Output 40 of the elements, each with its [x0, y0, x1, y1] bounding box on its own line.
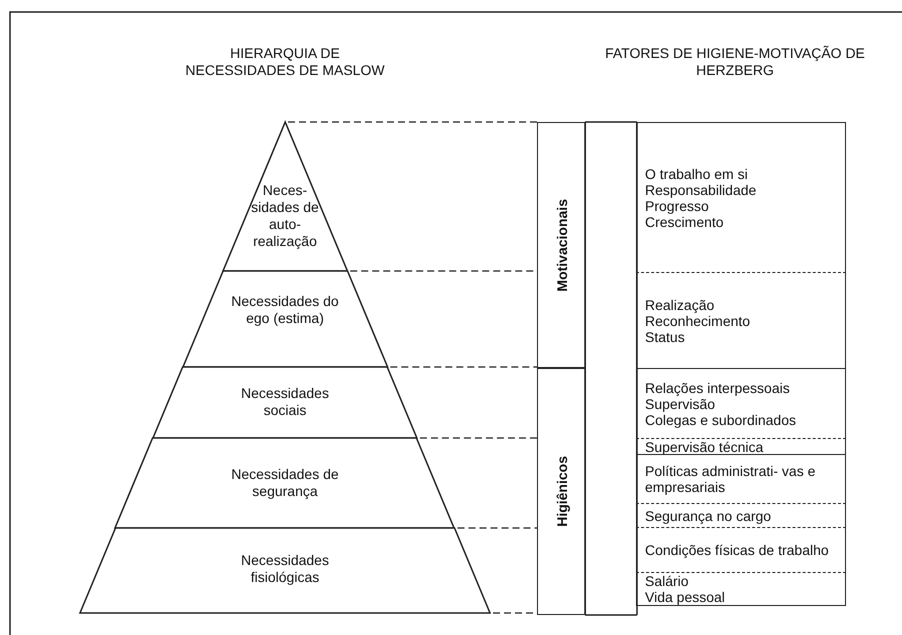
- factor-text: Supervisão técnica: [645, 440, 764, 454]
- factor-text: Relações interpessoais: [645, 380, 791, 396]
- factor-text: Vida pessoal: [645, 589, 726, 605]
- pyramid-level: [153, 367, 417, 438]
- factor-group-cell: [537, 122, 586, 368]
- factor-cell: [636, 438, 846, 454]
- factor-cell: [636, 503, 846, 527]
- factor-group-cell: [537, 368, 586, 615]
- factor-text: Reconhecimento: [645, 312, 752, 328]
- pyramid-level: [80, 528, 490, 613]
- level-label: Necessidades fisiológicas: [240, 552, 330, 586]
- pyramid-level: [222, 122, 348, 271]
- factor-text: Colegas e subordinados: [645, 412, 797, 428]
- factor-text: Políticas administrati- vas e empresariais: [645, 463, 816, 495]
- factor-cell: [636, 122, 846, 272]
- factor-text: Responsabilidade: [645, 182, 758, 198]
- group-label: Higiênicos: [554, 456, 570, 527]
- factor-text: Condições físicas de trabalho: [645, 542, 830, 558]
- group-label: Motivacionais: [554, 198, 570, 292]
- factor-text: O trabalho em si: [645, 166, 749, 182]
- level-label: Necessidades do ego (estima): [230, 293, 340, 327]
- factor-text: Supervisão: [645, 396, 716, 412]
- factor-text: Realização: [645, 296, 716, 312]
- factor-cell: [636, 572, 846, 606]
- pyramid-level: [115, 438, 454, 528]
- level-label: Necessidades de segurança: [230, 466, 340, 500]
- factor-cell: [636, 454, 846, 503]
- factor-text: Crescimento: [645, 214, 725, 230]
- factor-text: Salário: [645, 573, 690, 589]
- level-label: Necessidades sociais: [240, 385, 330, 419]
- factor-text: Segurança no cargo: [645, 508, 772, 522]
- section-heading: FATORES DE HIGIENE-MOTIVAÇÃO DE HERZBERG: [605, 45, 865, 79]
- factor-text: Progresso: [645, 198, 709, 214]
- factor-cell: [636, 368, 846, 438]
- section-heading: HIERARQUIA DE NECESSIDADES DE MASLOW: [185, 45, 385, 79]
- factor-cell: [636, 272, 846, 368]
- pyramid-level: [182, 271, 388, 367]
- factor-text: Status: [645, 328, 686, 344]
- level-label: Neces- sidades de auto- realização: [250, 182, 320, 250]
- factor-cell: [636, 527, 846, 572]
